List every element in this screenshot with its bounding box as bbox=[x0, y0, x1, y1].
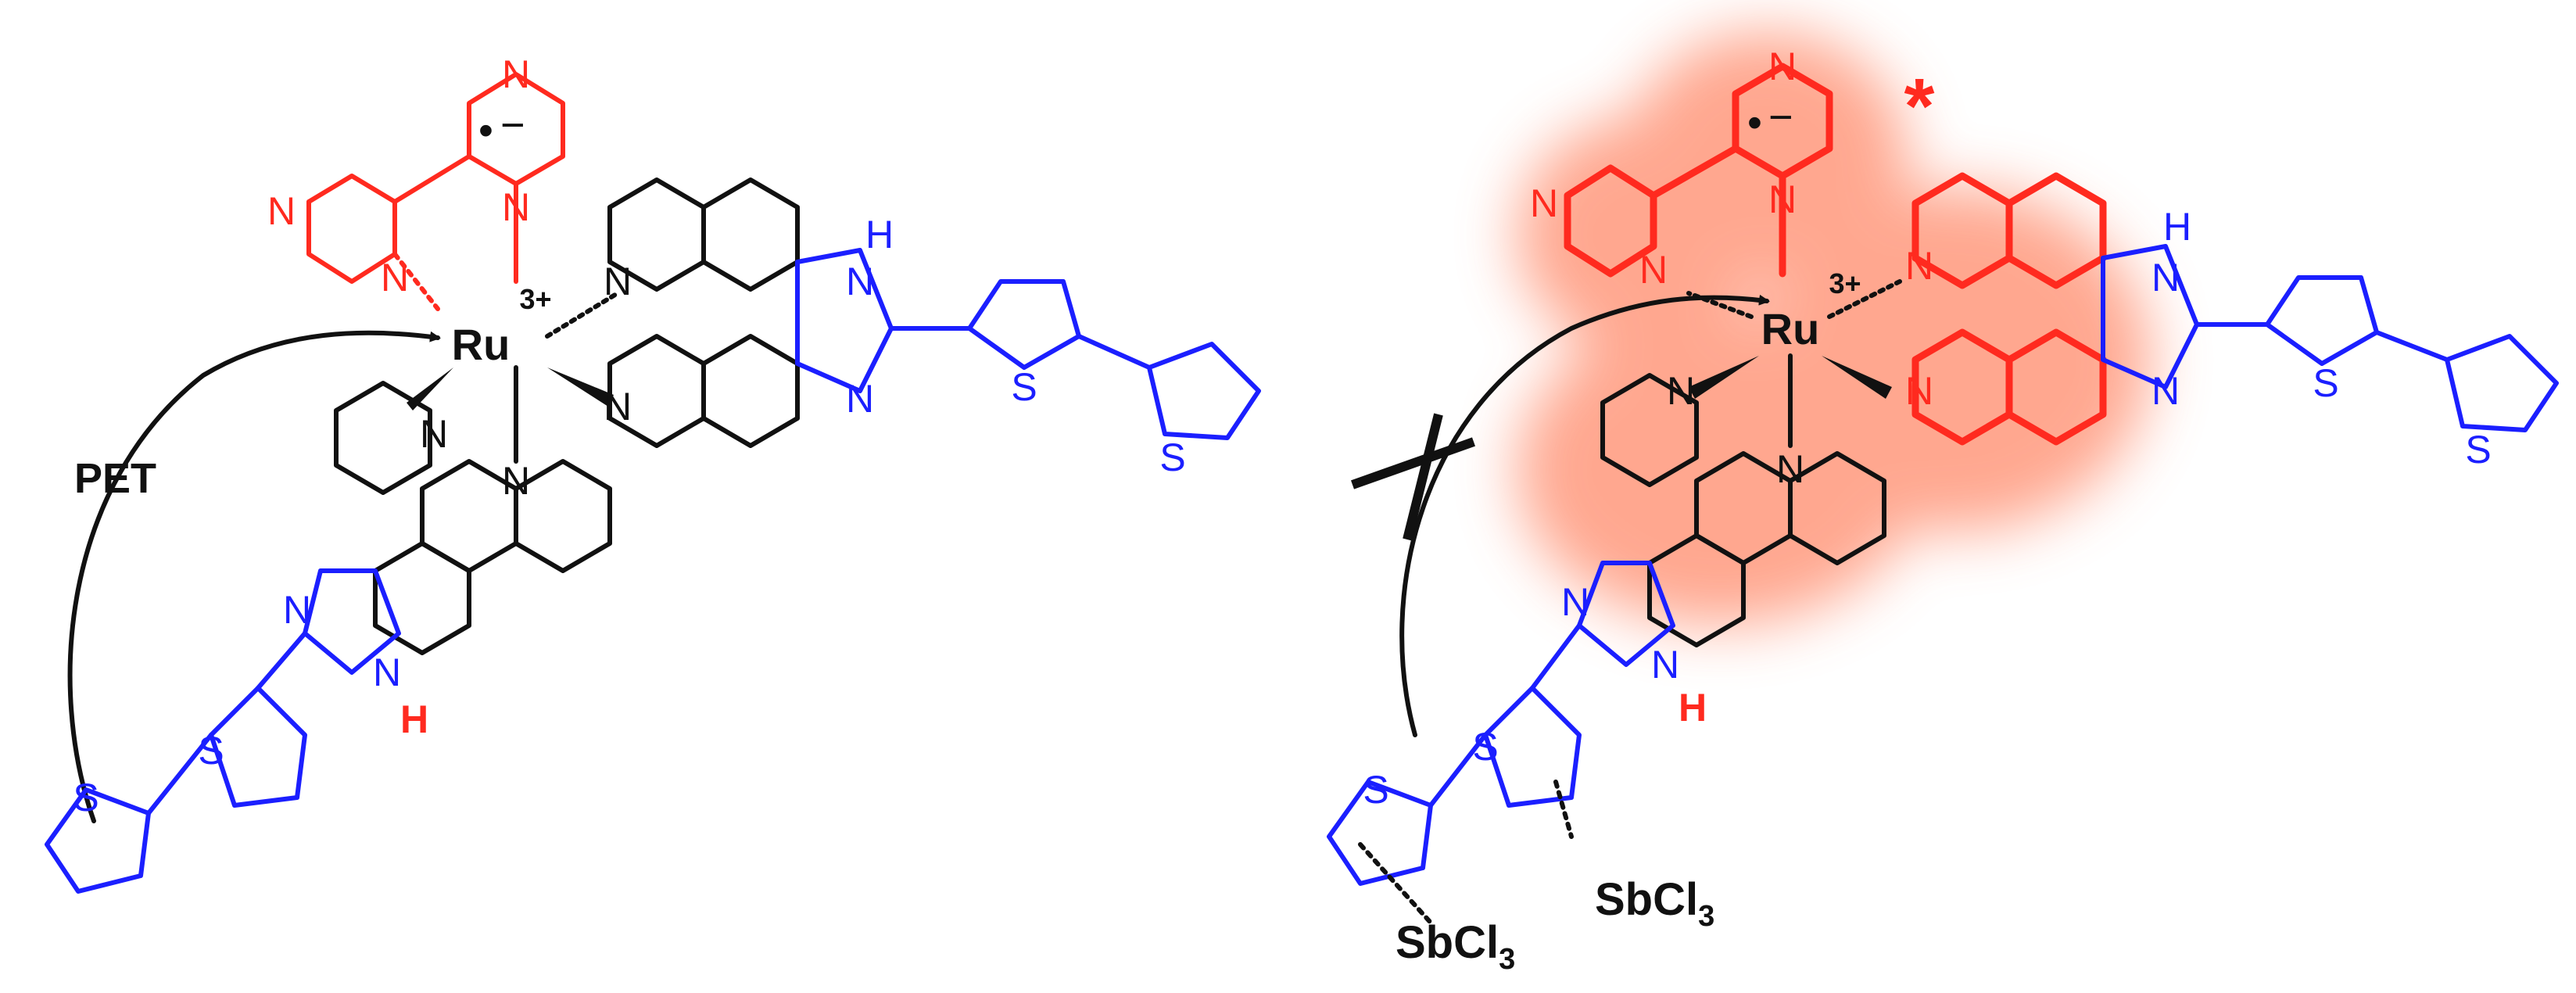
right-phenA-n2: N bbox=[1905, 369, 1933, 413]
left-phenB-n1: N bbox=[420, 412, 448, 456]
right-imid2-n: N bbox=[1561, 580, 1589, 624]
sbcl3-label-1: SbCl3 bbox=[1395, 917, 1515, 976]
block-mark-2 bbox=[1403, 413, 1443, 541]
right-pz-n3: N bbox=[1530, 181, 1558, 225]
right-th2-s: S bbox=[2465, 428, 2491, 471]
left-pz-n2: N bbox=[502, 185, 530, 229]
right-complex: N N N N • − * Ru 3+ N N N bbox=[1327, 31, 2559, 976]
right-imid2-h: H bbox=[1679, 686, 1707, 730]
left-imid2-n: N bbox=[283, 588, 311, 632]
right-imid-n: N bbox=[2151, 369, 2180, 413]
blocked-pet-arrow bbox=[1399, 294, 1770, 737]
left-bipyrazine-ligand bbox=[306, 72, 565, 311]
right-th1-s: S bbox=[2313, 361, 2338, 405]
right-ru-label: Ru bbox=[1761, 304, 1820, 353]
left-ru-label: Ru bbox=[452, 320, 511, 369]
pet-arrow bbox=[67, 330, 441, 823]
right-th4-s: S bbox=[1363, 768, 1388, 812]
right-imidazole-upper bbox=[2101, 244, 2559, 432]
right-phenB-n1: N bbox=[1667, 369, 1695, 413]
left-imid2-h: H bbox=[400, 697, 428, 741]
sbcl3-label-2: SbCl3 bbox=[1595, 874, 1714, 933]
right-radical-dot: • bbox=[1747, 99, 1762, 146]
left-pz-n3: N bbox=[267, 189, 296, 233]
left-th1-s: S bbox=[1011, 365, 1037, 409]
left-imidazole-lower bbox=[45, 568, 401, 894]
left-radical-dot: • bbox=[478, 107, 493, 154]
left-phenA-n1: N bbox=[604, 260, 632, 303]
left-ru-charge: 3+ bbox=[519, 283, 551, 315]
left-th4-s: S bbox=[73, 776, 99, 819]
right-pz-n4: N bbox=[1639, 248, 1668, 292]
excited-glow bbox=[1517, 31, 2150, 626]
right-phenA-n1: N bbox=[1905, 244, 1933, 288]
left-imid2-nh: N bbox=[373, 651, 401, 694]
left-pz-n1: N bbox=[502, 52, 530, 96]
right-radical-minus: − bbox=[1768, 94, 1793, 141]
left-pz-n4: N bbox=[381, 256, 409, 299]
left-imid-nh: N bbox=[846, 260, 874, 303]
right-bipyrazine-ligand bbox=[1564, 63, 1833, 278]
left-imidazole-upper bbox=[795, 248, 1261, 440]
left-phen-lower bbox=[334, 381, 612, 655]
left-th3-s: S bbox=[198, 729, 224, 773]
left-imid-h: H bbox=[865, 213, 894, 256]
right-th3-s: S bbox=[1472, 725, 1498, 769]
right-imidazole-lower bbox=[1327, 561, 1675, 925]
right-imid-h: H bbox=[2163, 205, 2191, 249]
left-th2-s: S bbox=[1159, 436, 1185, 479]
right-pz-n2: N bbox=[1768, 177, 1797, 221]
block-mark-1 bbox=[1350, 437, 1476, 489]
left-phenB-n2: N bbox=[502, 459, 530, 503]
left-radical-minus: − bbox=[500, 102, 525, 149]
right-imid-nh: N bbox=[2151, 256, 2180, 299]
right-phenB-n2: N bbox=[1776, 447, 1804, 491]
left-imid-n: N bbox=[846, 377, 874, 421]
left-phenA-n2: N bbox=[604, 385, 632, 428]
right-pz-n1: N bbox=[1768, 45, 1797, 88]
right-imid2-nh: N bbox=[1651, 643, 1679, 686]
right-excited-mark: * bbox=[1904, 63, 1935, 150]
pet-label: PET bbox=[74, 455, 156, 502]
left-complex: PET N N N N • − Ru 3+ N N bbox=[45, 52, 1261, 894]
right-ru-charge: 3+ bbox=[1829, 267, 1861, 299]
left-phen-upper bbox=[607, 177, 800, 448]
